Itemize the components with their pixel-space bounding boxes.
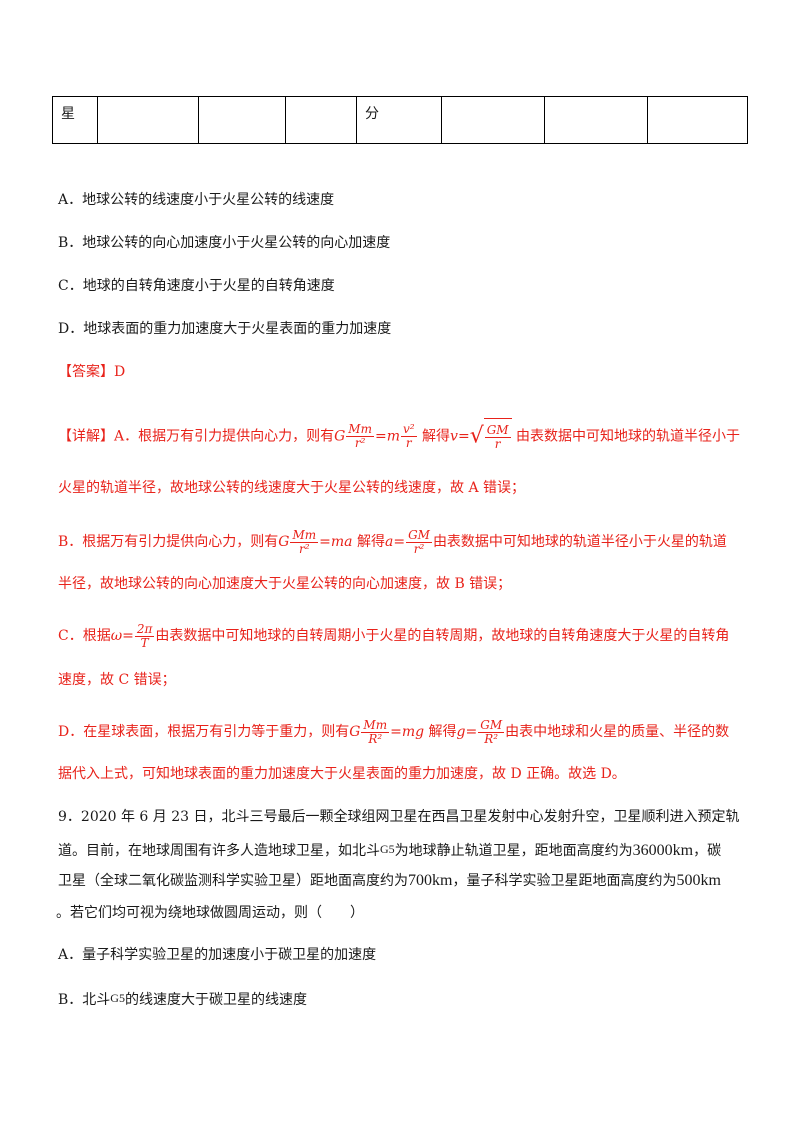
table-cell: 星 [52, 96, 98, 144]
formula-ma: ma [330, 534, 353, 550]
formula-g: G [278, 534, 290, 550]
q9-text: B．北斗 [58, 992, 111, 1008]
q9-option-b: B．北斗G5的线速度大于碳卫星的线速度 [58, 988, 307, 1010]
formula-eq: = [465, 724, 478, 740]
formula-g: G [349, 724, 361, 740]
q9-text: 为地球静止轨道卫星，距地面高度约为 [394, 843, 633, 859]
q9-line3: 卫星（全球二氧化碳监测科学实验卫星）距地面高度约为700km，量子科学实验卫星距… [58, 871, 721, 891]
q9-option-a: A．量子科学实验卫星的加速度小于碳卫星的加速度 [58, 947, 377, 963]
detail-d-line2: 据代入上式，可知地球表面的重力加速度大于火星表面的重力加速度，故 D 正确。故选… [58, 766, 626, 782]
option-d: D．地球表面的重力加速度大于火星表面的重力加速度 [58, 321, 392, 337]
formula-g-accel: g [456, 724, 466, 740]
detail-a-prefix: 【详解】A．根据万有引力提供向心力，则有 [58, 428, 335, 445]
detail-d-suffix: 由表中地球和火星的质量、半径的数 [505, 724, 730, 740]
detail-a-suffix: 由表数据中可知地球的轨道半径小于 [516, 428, 741, 445]
answer-label: 【答案】D [58, 364, 126, 380]
formula-eq: = [390, 724, 402, 740]
table-row: 星 分 [52, 96, 748, 144]
table-cell: 分 [356, 96, 442, 144]
q9-line2: 道。目前，在地球周围有许多人造地球卫星，如北斗G5为地球静止轨道卫星，距地面高度… [58, 839, 721, 861]
g5-label: G5 [380, 842, 395, 856]
q9-text: 的线速度大于碳卫星的线速度 [124, 992, 307, 1008]
formula-m: m [386, 428, 400, 445]
detail-a-mid: 解得 [422, 428, 451, 445]
formula-eq: = [374, 428, 387, 445]
detail-b-mid: 解得 [356, 534, 385, 550]
table-cell [544, 96, 648, 144]
detail-b-line2: 半径，故地球公转的向心加速度大于火星公转的向心加速度，故 B 错误； [58, 576, 512, 592]
g5-label: G5 [110, 991, 125, 1005]
formula-eq: = [122, 628, 134, 644]
table-cell [198, 96, 286, 144]
option-c: C．地球的自转角速度小于火星的自转角速度 [58, 278, 335, 294]
detail-b-prefix: B．根据万有引力提供向心力，则有 [58, 534, 279, 550]
formula-v: v [450, 428, 458, 445]
option-a: A．地球公转的线速度小于火星公转的线速度 [58, 192, 335, 208]
q9-line1: 9．2020 年 6 月 23 日，北斗三号最后一颗全球组网卫星在西昌卫星发射中… [58, 809, 740, 825]
detail-c-suffix: 由表数据中可知地球的自转周期小于火星的自转周期，故地球的自转角速度大于火星的自转… [155, 628, 730, 644]
option-b: B．地球公转的向心加速度小于火星公转的向心加速度 [58, 235, 391, 251]
q9-text: ，量子科学实验卫星距地面高度约为 [452, 873, 677, 889]
table-cell [647, 96, 748, 144]
formula-eq: = [457, 428, 470, 445]
q9-text: 道。目前，在地球周围有许多人造地球卫星，如北斗 [58, 843, 380, 859]
formula-eq: = [319, 534, 331, 550]
q9-text: 卫星（全球二氧化碳监测科学实验卫星）距地面高度约为 [58, 873, 408, 889]
formula-a: a [384, 534, 394, 550]
formula-eq: = [393, 534, 406, 550]
detail-c-prefix: C．根据 [58, 628, 111, 644]
height-value: 500km [676, 872, 721, 889]
table-cell [441, 96, 545, 144]
formula-omega: ω [110, 628, 123, 644]
detail-a-line2: 火星的轨道半径，故地球公转的线速度大于火星公转的线速度，故 A 错误； [58, 480, 526, 496]
detail-c-line2: 速度，故 C 错误； [58, 672, 176, 688]
q9-text: ，碳 [693, 843, 722, 859]
height-value: 36000km [632, 842, 694, 859]
q9-line4: 。若它们均可视为绕地球做圆周运动，则（ ） [56, 905, 364, 921]
detail-d-prefix: D．在星球表面，根据万有引力等于重力，则有 [58, 724, 350, 740]
data-table: 星 分 [52, 96, 748, 144]
height-value: 700km [408, 872, 453, 889]
formula-g: G [334, 428, 346, 445]
detail-d-mid: 解得 [428, 724, 457, 740]
table-cell [285, 96, 357, 144]
detail-b-suffix: 由表数据中可知地球的轨道半径小于火星的轨道 [432, 534, 727, 550]
table-cell [97, 96, 199, 144]
formula-mg: mg [401, 724, 425, 740]
